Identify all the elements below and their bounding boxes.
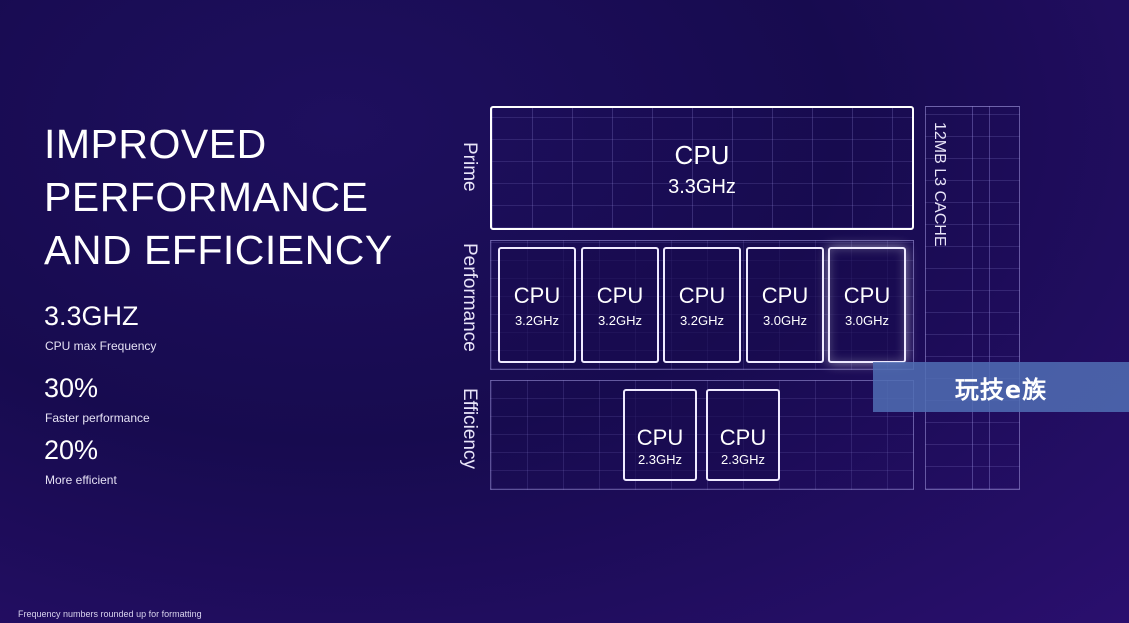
- title-line: AND EFFICIENCY: [44, 227, 393, 273]
- cache-label: 12MB L3 CACHE: [931, 122, 948, 247]
- core-frequency: 3.3GHz: [668, 176, 736, 198]
- row-label-prime: Prime: [459, 142, 480, 192]
- core-cpu-label: CPU: [674, 140, 730, 170]
- performance-core: CPU 3.0GHz: [746, 247, 824, 363]
- watermark-logo: 玩技e族: [873, 362, 1129, 412]
- core-frequency: 3.2GHz: [679, 313, 725, 328]
- slide-title: IMPROVED PERFORMANCE AND EFFICIENCY: [44, 118, 444, 277]
- efficiency-cluster: [490, 380, 914, 490]
- performance-core: CPU 3.2GHz: [663, 247, 741, 363]
- row-label-performance: Performance: [459, 243, 480, 352]
- core-cpu-label: CPU: [636, 425, 684, 450]
- stat-label-performance: Faster performance: [45, 411, 150, 425]
- efficiency-core: CPU 2.3GHz: [706, 389, 780, 481]
- title-line: PERFORMANCE: [44, 174, 369, 220]
- performance-core: CPU 3.0GHz: [828, 247, 906, 363]
- core-frequency: 2.3GHz: [637, 452, 683, 467]
- stat-label-frequency: CPU max Frequency: [45, 339, 157, 353]
- performance-core: CPU 3.2GHz: [581, 247, 659, 363]
- efficiency-core: CPU 2.3GHz: [623, 389, 697, 481]
- core-cpu-label: CPU: [596, 283, 644, 308]
- performance-core: CPU 3.2GHz: [498, 247, 576, 363]
- core-cpu-label: CPU: [761, 283, 809, 308]
- core-frequency: 2.3GHz: [720, 452, 766, 467]
- core-frequency: 3.0GHz: [762, 313, 808, 328]
- core-cpu-label: CPU: [719, 425, 767, 450]
- footnote: Frequency numbers rounded up for formatt…: [18, 609, 202, 619]
- core-cpu-label: CPU: [843, 283, 891, 308]
- title-line: IMPROVED: [44, 121, 267, 167]
- core-frequency: 3.0GHz: [844, 313, 890, 328]
- prime-core: CPU 3.3GHz: [490, 106, 914, 230]
- row-label-efficiency: Efficiency: [459, 388, 480, 469]
- stat-value-frequency: 3.3GHZ: [44, 301, 139, 331]
- stat-value-efficiency: 20%: [44, 435, 99, 465]
- core-frequency: 3.2GHz: [597, 313, 643, 328]
- core-cpu-label: CPU: [678, 283, 726, 308]
- stat-label-efficiency: More efficient: [45, 473, 117, 487]
- l3-cache-block: [925, 106, 1020, 490]
- core-frequency: 3.2GHz: [514, 313, 560, 328]
- stat-value-performance: 30%: [44, 373, 99, 403]
- core-cpu-label: CPU: [513, 283, 561, 308]
